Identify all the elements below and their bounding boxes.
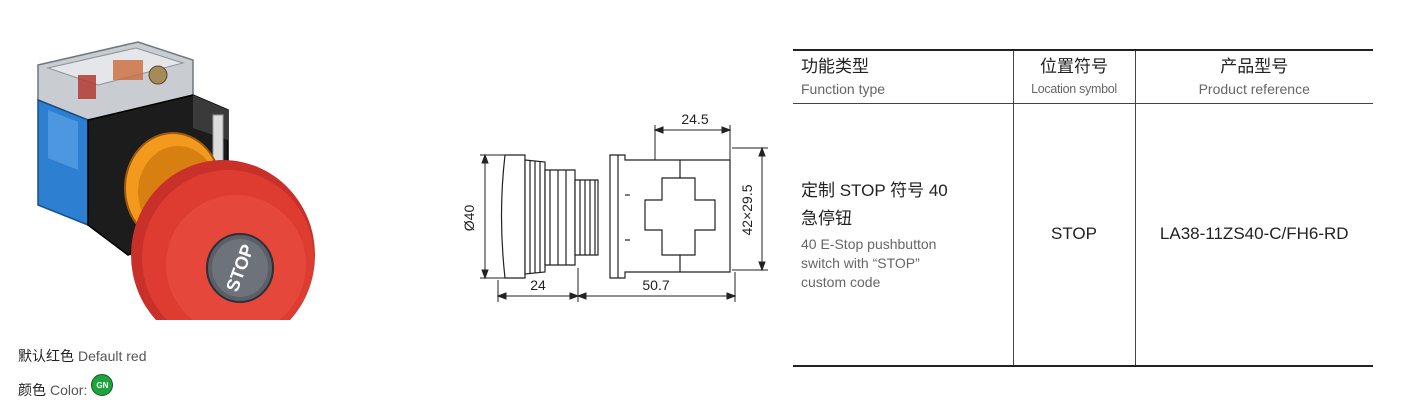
dim-body-size: 42×29.5 (739, 184, 755, 235)
header-location-symbol: 位置符号 Location symbol (1012, 49, 1135, 104)
header-location-symbol-cn: 位置符号 (1040, 57, 1108, 76)
table-header-row: 功能类型 Function type 位置符号 Location symbol … (793, 49, 1373, 104)
header-product-reference: 产品型号 Product reference (1134, 49, 1373, 104)
dimension-drawing: 24.5 Ø40 42×29.5 24 50.7 (450, 100, 785, 315)
cell-location-symbol: STOP (1012, 103, 1135, 367)
color-info: 默认红色 Default red 颜色 Color: GN (18, 346, 146, 400)
color-option-line: 颜色 Color: GN (18, 374, 146, 400)
color-label-cn: 颜色 (18, 382, 46, 398)
dim-top-width: 24.5 (681, 111, 708, 127)
default-color-en: Default red (78, 348, 147, 364)
header-function-type-cn: 功能类型 (801, 57, 869, 76)
dim-body-length: 50.7 (642, 277, 669, 293)
dim-head-depth: 24 (530, 277, 546, 293)
header-product-reference-cn: 产品型号 (1220, 57, 1289, 76)
spec-table: 功能类型 Function type 位置符号 Location symbol … (793, 49, 1373, 367)
header-product-reference-en: Product reference (1198, 81, 1310, 97)
dim-diameter: Ø40 (461, 205, 477, 232)
cell-product-reference: LA38-11ZS40-C/FH6-RD (1134, 103, 1373, 367)
color-label-en: Color: (50, 382, 88, 398)
green-color-badge: GN (91, 374, 114, 396)
emergency-stop-button-illustration: STOP (37, 41, 315, 320)
function-type-cn: 定制 STOP 符号 40 急停钮 (801, 180, 948, 228)
product-photo: STOP (18, 20, 318, 320)
cell-function-type: 定制 STOP 符号 40 急停钮 40 E-Stop pushbutton s… (793, 103, 1013, 367)
default-color-line: 默认红色 Default red (18, 346, 146, 366)
header-function-type-en: Function type (801, 81, 886, 97)
header-function-type: 功能类型 Function type (793, 49, 1013, 104)
header-location-symbol-en: Location symbol (1031, 82, 1117, 96)
table-row: 定制 STOP 符号 40 急停钮 40 E-Stop pushbutton s… (793, 103, 1373, 367)
dimension-drawing-svg: 24.5 Ø40 42×29.5 24 50.7 (461, 111, 768, 302)
default-color-cn: 默认红色 (18, 348, 74, 364)
spec-table-grid: 功能类型 Function type 位置符号 Location symbol … (793, 49, 1373, 367)
function-type-en: 40 E-Stop pushbutton switch with “STOP” … (801, 235, 937, 290)
